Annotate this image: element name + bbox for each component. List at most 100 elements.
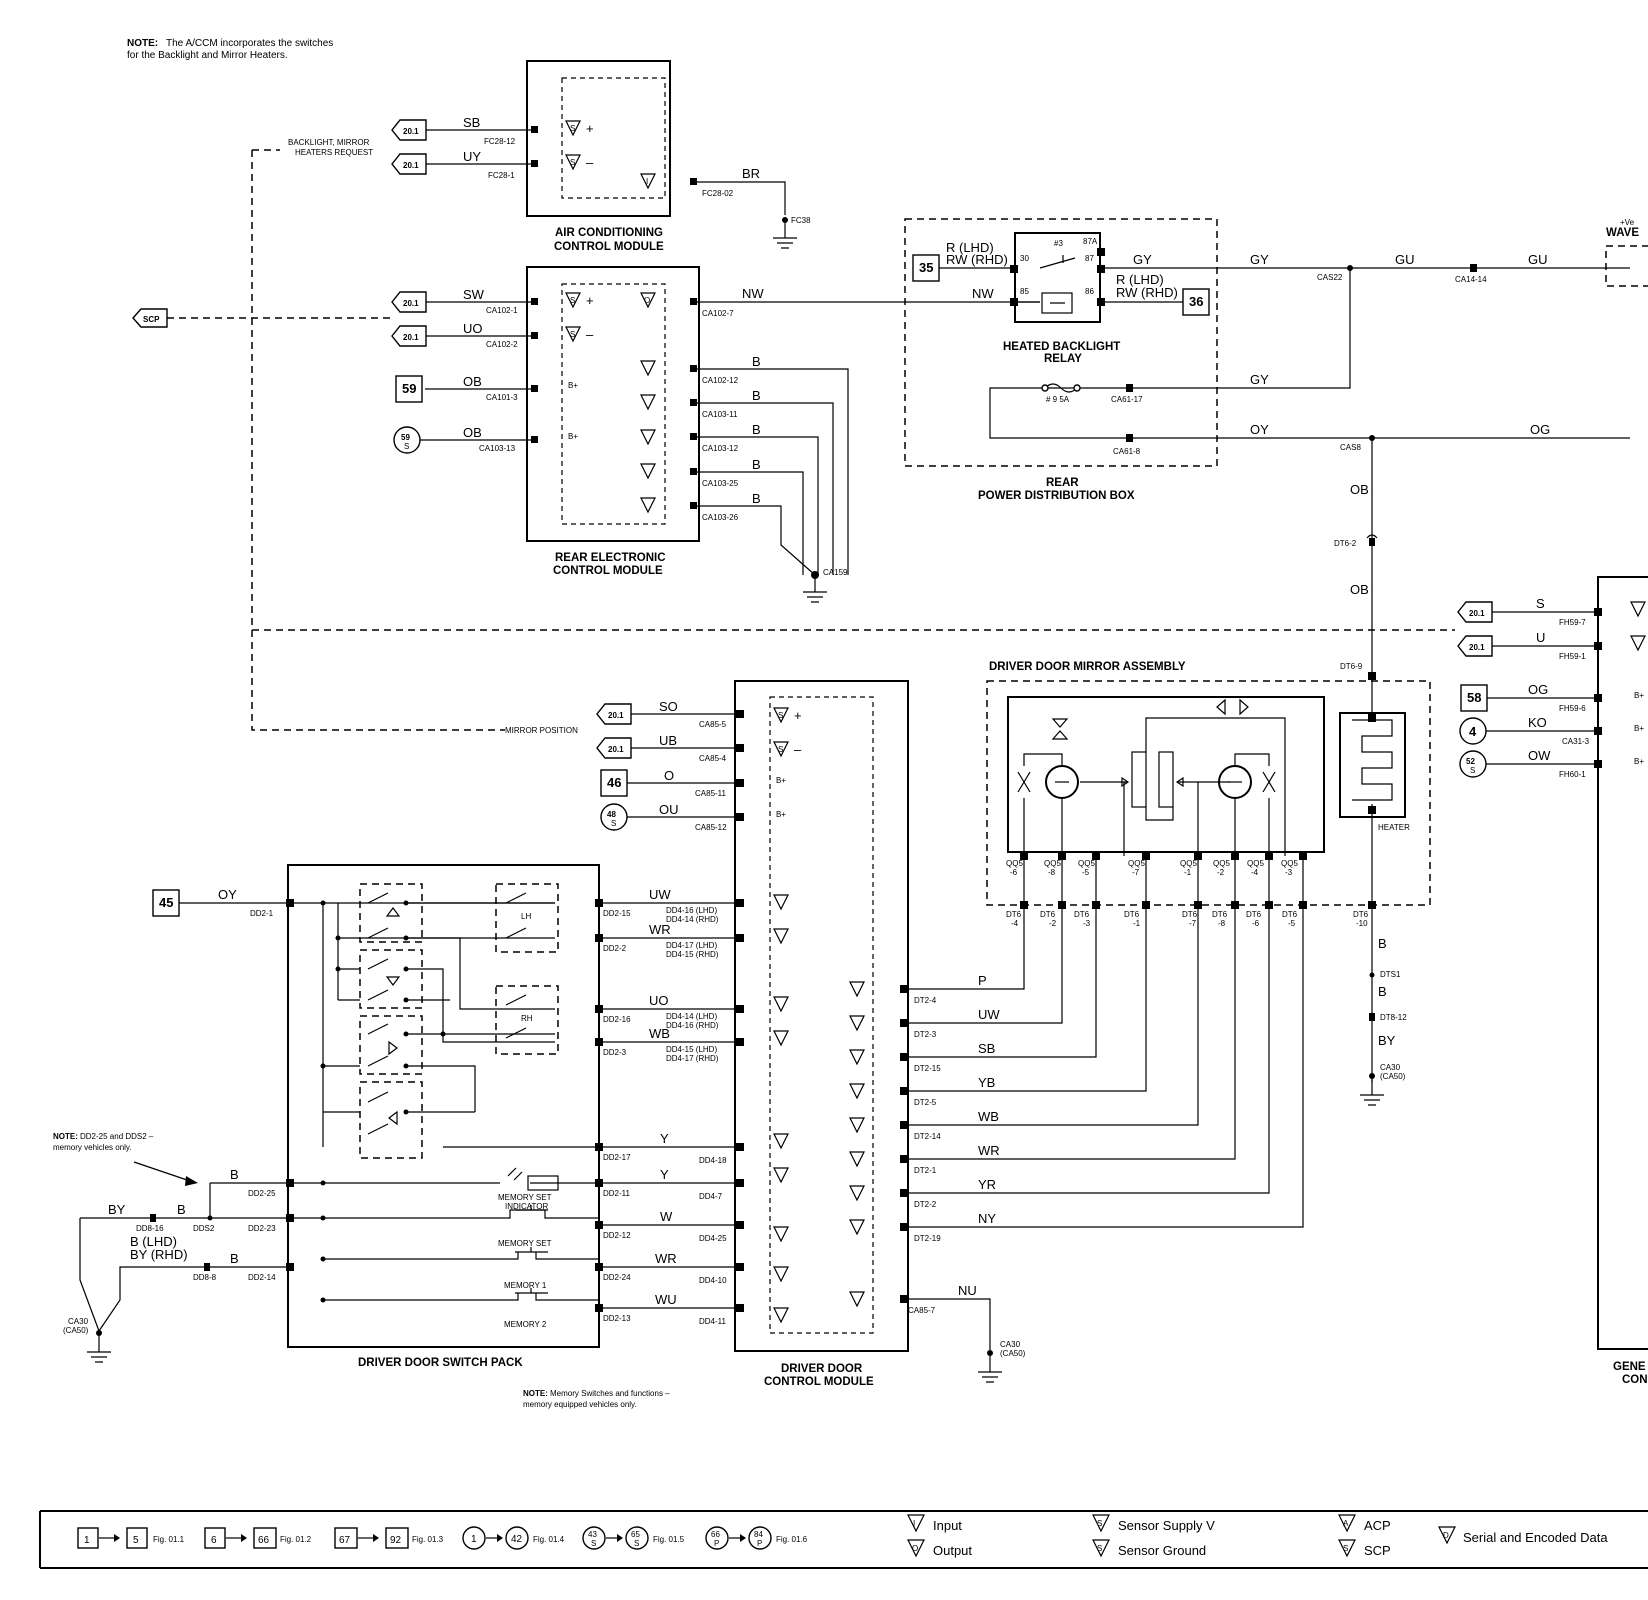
wire-label: RW (RHD) xyxy=(946,252,1008,267)
b-plus-label: B+ xyxy=(568,432,578,441)
pin-label: DD4-15 (LHD) xyxy=(666,1045,717,1054)
legend-ref: 5 xyxy=(133,1535,139,1546)
legend-serial: Serial and Encoded Data xyxy=(1463,1530,1608,1545)
sensor-ground-symbol: S xyxy=(570,330,575,339)
legend-bar: 1 5 Fig. 01.1 6 66 Fig. 01.2 67 92 Fig. … xyxy=(39,1510,1648,1569)
wire-label: UY xyxy=(463,149,481,164)
ref-label: 20.1 xyxy=(608,711,624,720)
memory-2-switch-icon xyxy=(515,1288,548,1294)
pin-label: 87 xyxy=(1085,254,1094,263)
wire-label: S xyxy=(1536,596,1545,611)
splice-label: CAS8 xyxy=(1340,443,1361,452)
pin-label: 85 xyxy=(1020,287,1029,296)
pin-label: DD4-16 (LHD) xyxy=(666,906,717,915)
ref-label: 20.1 xyxy=(608,745,624,754)
b-plus-label: B+ xyxy=(1634,757,1644,766)
generic-electronic-module: GENE CON 20.1 20.1 58 4 52 S S U OG KO O… xyxy=(1457,576,1648,1386)
pin-label: CA85-4 xyxy=(699,754,727,763)
serial-legend-symbol: D xyxy=(1443,1531,1449,1540)
wire-label: UO xyxy=(649,993,669,1008)
wire-label: RW (RHD) xyxy=(1116,285,1178,300)
pin-label: FH60-1 xyxy=(1559,770,1586,779)
ref-label: 20.1 xyxy=(403,127,419,136)
plus-sign: + xyxy=(586,121,594,136)
legend-output: Output xyxy=(933,1543,972,1558)
ref-label: 20.1 xyxy=(403,333,419,342)
pin-label: DT6 xyxy=(1074,910,1090,919)
legend-fig-label: Fig. 01.2 xyxy=(280,1535,312,1544)
wire-label: WB xyxy=(978,1109,999,1124)
memory-2-label: MEMORY 2 xyxy=(504,1320,547,1329)
scp-bus: SCP BACKLIGHT, MIRROR HEATERS REQUEST MI… xyxy=(132,138,1455,735)
pin-label: DD2-14 xyxy=(248,1273,276,1282)
wire-label: B xyxy=(752,457,761,472)
plus-sign: + xyxy=(794,708,802,723)
pin-label: DT2-19 xyxy=(914,1234,941,1243)
pin-label: -1 xyxy=(1133,919,1141,928)
pin-label: FH59-6 xyxy=(1559,704,1586,713)
ref-label: 45 xyxy=(159,895,173,910)
pin-label: DD4-10 xyxy=(699,1276,727,1285)
rh-switch-label: RH xyxy=(521,1014,533,1023)
legend-fig-label: Fig. 01.6 xyxy=(776,1535,808,1544)
wire-label: B xyxy=(752,354,761,369)
wire-label: OW xyxy=(1528,748,1551,763)
wire-label: BY xyxy=(1378,1033,1396,1048)
legend-ref-sub: S xyxy=(591,1539,596,1548)
wire-label: UW xyxy=(649,887,671,902)
ref-36-box xyxy=(1182,288,1210,316)
pin-label: DD2-3 xyxy=(603,1048,627,1057)
wire-label: OG xyxy=(1530,422,1550,437)
wire-label: YB xyxy=(978,1075,995,1090)
ref-label: 20.1 xyxy=(403,299,419,308)
pin-label: DD4-18 xyxy=(699,1156,727,1165)
wire-label: GY xyxy=(1250,252,1269,267)
ref-label: 52 xyxy=(1466,757,1475,766)
memory-1-switch-icon xyxy=(515,1247,548,1253)
legend-sensor-ground: Sensor Ground xyxy=(1118,1543,1206,1558)
pin-label: CA102-7 xyxy=(702,309,734,318)
splice-label: CAS22 xyxy=(1317,273,1343,282)
b-plus-label: B+ xyxy=(568,381,578,390)
ref-20-1-connector xyxy=(596,737,632,759)
pin-label: CA103-26 xyxy=(702,513,739,522)
top-note-line2: for the Backlight and Mirror Heaters. xyxy=(127,50,288,61)
pin-label: DD2-2 xyxy=(603,944,627,953)
scp-legend-symbol: S xyxy=(1343,1544,1348,1553)
input-symbol: I xyxy=(646,177,648,186)
legend-fig-label: Fig. 01.5 xyxy=(653,1535,685,1544)
wave-title-line2: WAVE xyxy=(1606,227,1639,239)
legend-ref: 92 xyxy=(390,1535,402,1546)
ref-label: 36 xyxy=(1189,294,1203,309)
ground-label: CA30 xyxy=(68,1317,89,1326)
wire-label: GY xyxy=(1250,372,1269,387)
ref-sublabel: S xyxy=(404,442,409,451)
ref-label: 46 xyxy=(607,775,621,790)
figure-references: 1 5 Fig. 01.1 6 66 Fig. 01.2 67 92 Fig. … xyxy=(77,1526,808,1550)
legend-ref-sub: P xyxy=(714,1539,719,1548)
pin-label: CA102-12 xyxy=(702,376,739,385)
memory-note-label: NOTE: xyxy=(53,1132,78,1141)
pin-label: DD8-16 xyxy=(136,1224,164,1233)
up-down-arrows-icon xyxy=(1051,718,1069,740)
sensor-ground-symbol: S xyxy=(778,745,783,754)
pin-label: -3 xyxy=(1083,919,1091,928)
sensor-supply-symbol: S xyxy=(778,711,783,720)
legend-scp: SCP xyxy=(1364,1543,1391,1558)
pin-label: CA103-13 xyxy=(479,444,516,453)
memory-set-indicator-label: MEMORY SET xyxy=(498,1193,552,1202)
legend-fig-label: Fig. 01.1 xyxy=(153,1535,185,1544)
top-note-line1: The A/CCM incorporates the switches xyxy=(166,38,333,49)
pin-label: DD2-24 xyxy=(603,1273,631,1282)
ref-20-1-connector xyxy=(391,119,427,141)
splice-label: DDS2 xyxy=(193,1224,215,1233)
pin-label: CA103-11 xyxy=(702,410,738,419)
pin-label: CA61-17 xyxy=(1111,395,1143,404)
led-light-icon xyxy=(507,1167,523,1181)
pin-label: -7 xyxy=(1132,868,1140,877)
legend-ref: 66 xyxy=(258,1535,270,1546)
wave-title-line1: +Ve xyxy=(1620,218,1635,227)
ref-label: 35 xyxy=(919,260,933,275)
gem-title-line1: GENE xyxy=(1613,1361,1646,1373)
